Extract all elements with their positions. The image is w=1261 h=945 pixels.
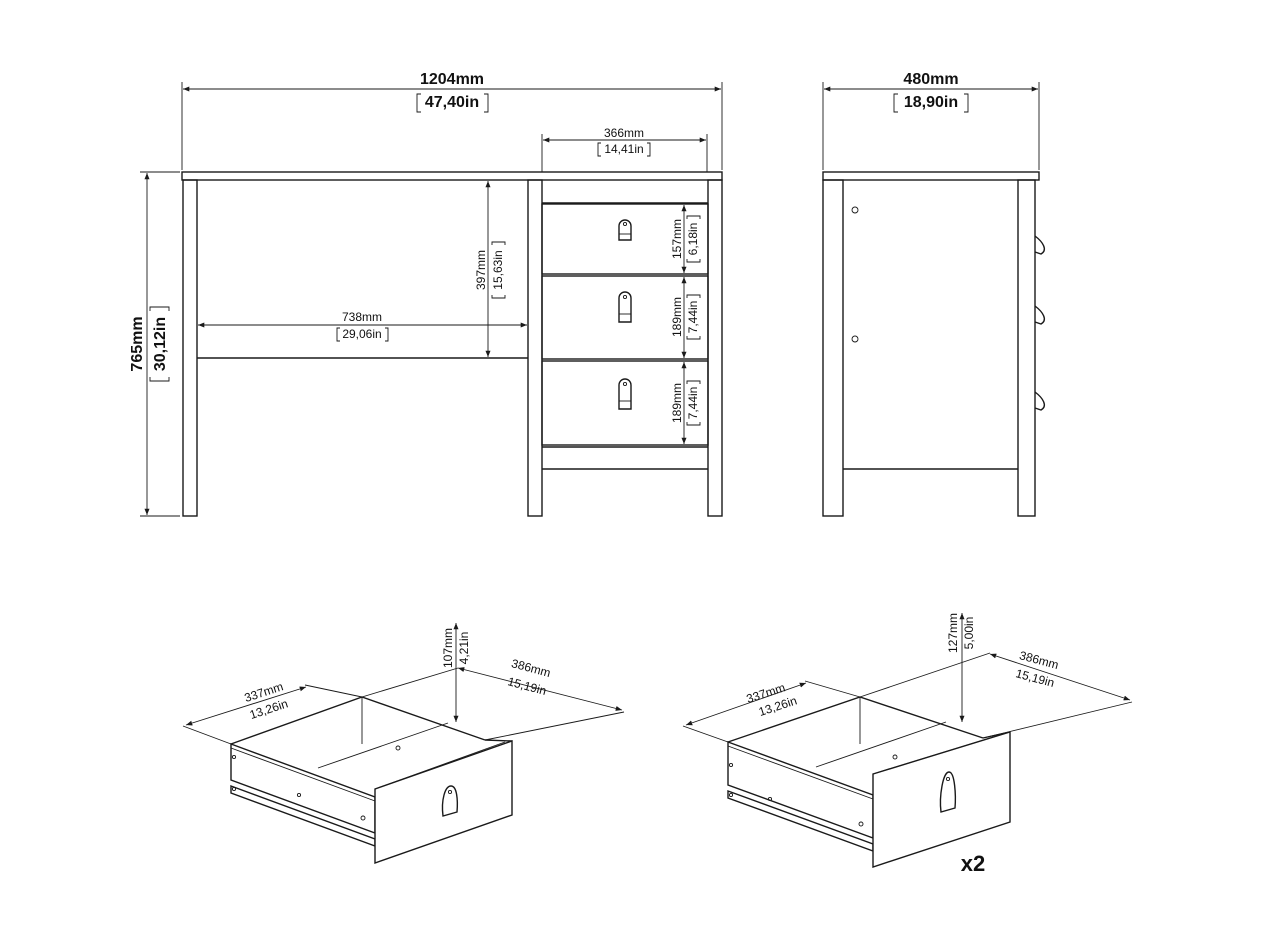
dim-height-mm: 765mm: [129, 316, 146, 371]
side-tabletop: [822, 171, 1040, 181]
handle-icon: [618, 378, 632, 410]
dim-drawer2-height-in: 7,44in: [686, 301, 700, 334]
front-drawer-2: [541, 275, 709, 360]
side-front-leg: [822, 179, 844, 517]
front-tabletop: [181, 171, 723, 181]
handle-icon: [1034, 391, 1045, 411]
handle-icon: [1034, 235, 1045, 255]
screw-icon: [231, 754, 237, 760]
front-right-leg: [707, 179, 723, 517]
dim-knee-height-mm: 397mm: [474, 250, 488, 290]
drawer-top-isometric: 337mm 13,26in 386mm 15,19in 107mm 4,21in: [182, 623, 625, 864]
dim-knee-width-mm: 738mm: [342, 310, 382, 324]
dim-drawer-unit-width-mm: 366mm: [604, 126, 644, 140]
handle-icon: [441, 785, 459, 817]
front-view: 1204mm 47,40in 366mm 14,41in 765mm 30,12…: [129, 71, 723, 517]
dim-drawer2-height-mm: 189mm: [670, 297, 684, 337]
drawer-lower-isometric: 337mm 13,26in 386mm 15,19in 127mm 5,00in…: [682, 613, 1133, 876]
screw-icon: [395, 745, 401, 751]
dim-drawer-unit-width-in: 14,41in: [604, 142, 643, 156]
dim-height-in: 30,12in: [152, 317, 169, 371]
handle-icon: [1034, 305, 1045, 325]
screw-icon: [858, 821, 864, 827]
screw-icon: [767, 796, 773, 802]
screw-icon: [728, 762, 734, 768]
dim-total-width-mm: 1204mm: [420, 71, 484, 88]
drawer-quantity-label: x2: [961, 851, 985, 876]
dim-drawer1-height-mm: 157mm: [670, 219, 684, 259]
handle-icon: [618, 219, 632, 241]
dim-total-width-in: 47,40in: [425, 94, 479, 111]
screw-icon: [851, 335, 859, 343]
handle-icon: [618, 291, 632, 323]
screw-icon: [296, 792, 302, 798]
screw-icon: [360, 815, 366, 821]
side-back-leg: [1017, 179, 1036, 517]
front-drawer-3: [541, 360, 709, 446]
dim-drawer3-height-in: 7,44in: [686, 387, 700, 420]
dim-drawer3-height-mm: 189mm: [670, 383, 684, 423]
dim-depth-in: 18,90in: [904, 94, 958, 111]
side-view: 480mm 18,90in: [822, 71, 1045, 517]
dim-depth-mm: 480mm: [903, 71, 958, 88]
front-drawer-1: [541, 203, 709, 275]
front-middle-leg: [527, 179, 543, 517]
dim-knee-width-in: 29,06in: [342, 327, 381, 341]
screw-icon: [892, 754, 898, 760]
dim-drawer1-height-in: 6,18in: [686, 223, 700, 256]
handle-icon: [939, 771, 957, 813]
screw-icon: [851, 206, 859, 214]
dim-drawer-lower-height-in: 5,00in: [962, 617, 976, 650]
dim-drawer-lower-height-mm: 127mm: [946, 613, 960, 653]
screw-icon: [231, 786, 237, 792]
dim-knee-height-in: 15,63in: [491, 250, 505, 289]
screw-icon: [728, 792, 734, 798]
dim-drawer-top-height-mm: 107mm: [441, 628, 455, 668]
dim-drawer-top-height-in: 4,21in: [457, 632, 471, 665]
front-left-leg: [182, 179, 198, 517]
